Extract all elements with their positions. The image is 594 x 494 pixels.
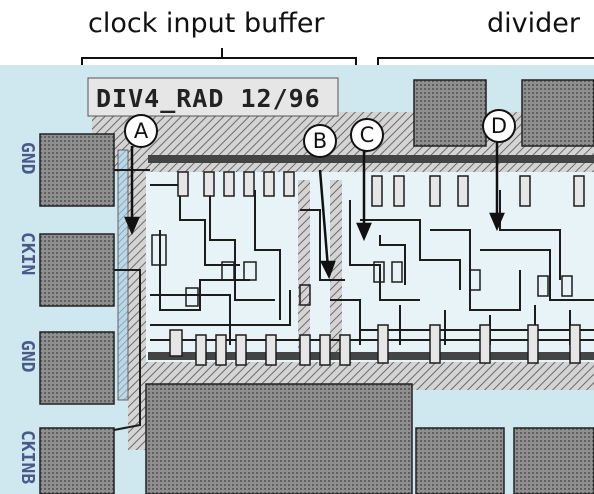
- pad-label-ckin: CKIN: [17, 232, 38, 276]
- marker-d: D: [482, 109, 516, 143]
- pad-label-gnd-top: GND: [17, 142, 38, 175]
- header-divider: divider: [487, 8, 580, 39]
- header-clock-input-buffer: clock input buffer: [88, 8, 325, 39]
- circuit-wiring: [113, 169, 594, 431]
- bottom-transistor-row: [169, 324, 581, 366]
- mid-transistor-blocks: [151, 234, 573, 307]
- power-rails: [117, 149, 594, 401]
- chip-title: DIV4_RAD 12/96: [96, 84, 321, 113]
- top-transistor-row: [177, 171, 585, 207]
- top-bond-pads: [413, 79, 594, 147]
- pad-label-gnd-bottom: GND: [17, 340, 38, 373]
- marker-arrows: [124, 140, 505, 280]
- bottom-bond-pads: [145, 383, 594, 494]
- marker-a: A: [124, 114, 158, 148]
- marker-c: C: [350, 118, 384, 152]
- left-bond-pads: [39, 133, 115, 494]
- chip-title-plate: [87, 77, 339, 117]
- marker-b: B: [303, 124, 337, 158]
- pad-label-ckinb: CKINB: [17, 430, 38, 485]
